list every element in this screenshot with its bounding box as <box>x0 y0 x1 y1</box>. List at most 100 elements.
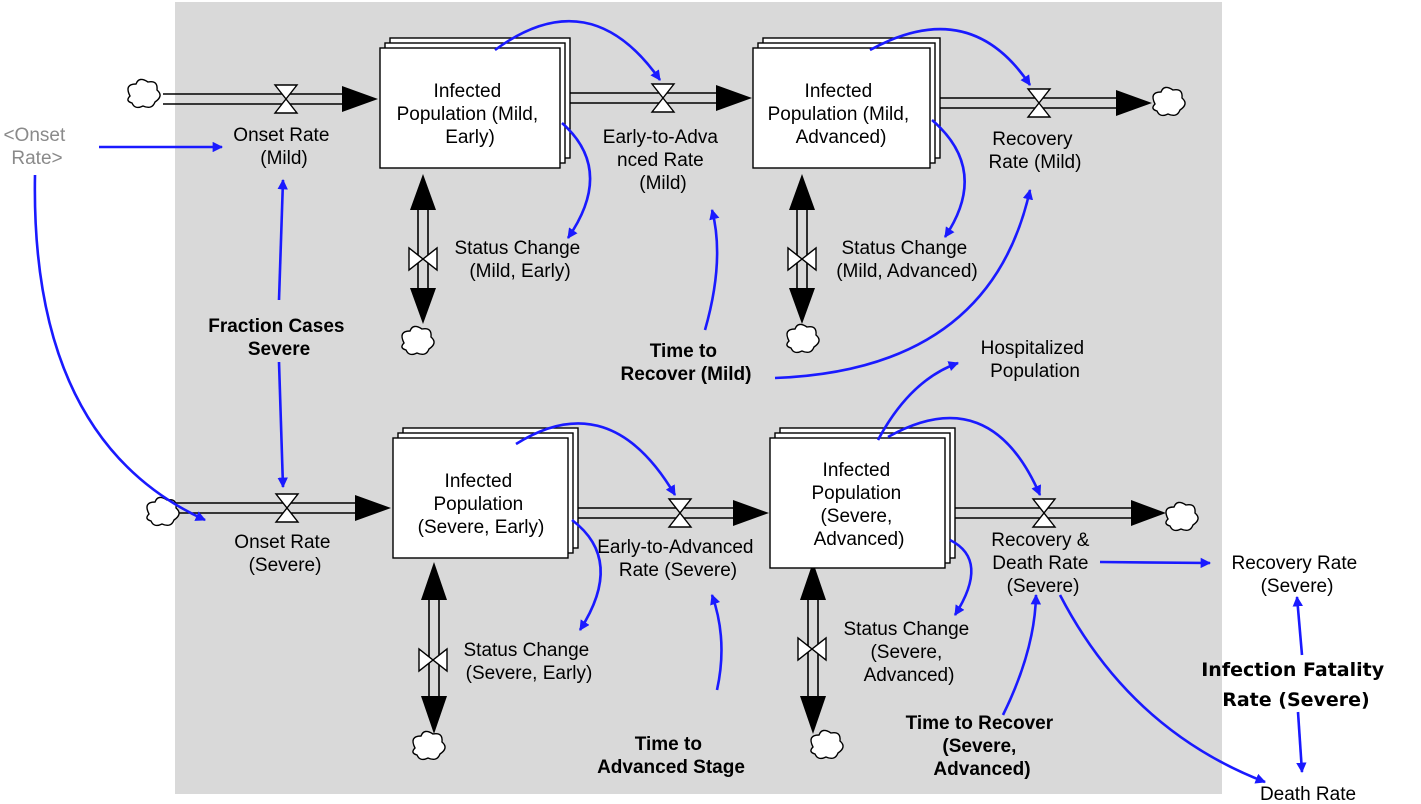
flow-recovery-death-severe-label-1: Recovery & <box>991 530 1090 551</box>
svg-text:Infected Population: Infected Population (Severe, Early) <box>418 471 545 538</box>
svg-text:Infected Population (Mil: Infected Population (Mild, Advanced) <box>768 81 915 148</box>
valve-icon <box>797 636 827 662</box>
shadow-onset-rate[interactable]: <Onset Rate> <box>3 125 70 169</box>
flow-onset-severe-label-1: Onset Rate <box>234 532 330 553</box>
svg-text:Status Change (Mild, Ear: Status Change (Mild, Early) <box>455 238 586 282</box>
cloud-icon <box>786 323 820 354</box>
model-canvas <box>175 2 1222 794</box>
flow-status-change-mild-advanced[interactable]: Status Change (Mild, Advanced) <box>836 238 978 282</box>
stock-severe-early[interactable]: Infected Population (Severe, Early) <box>392 427 579 559</box>
pipe-arrowhead <box>410 288 436 324</box>
aux-hospitalized-population[interactable]: Hospitalized Population <box>981 338 1090 382</box>
pipe-arrowhead <box>789 174 815 210</box>
aux-fraction-cases-severe[interactable]: Fraction Cases Severe <box>208 316 350 360</box>
stock-mild-early[interactable]: Infected Population (Mild, Early) <box>379 37 571 169</box>
aux-time-to-advanced-stage-label-1: Time to <box>635 734 702 755</box>
valves <box>273 83 1057 673</box>
flow-onset-severe[interactable]: Onset Rate (Severe) <box>234 532 335 576</box>
aux-infection-fatality-rate-severe[interactable]: Infection Fatality Rate (Severe) <box>1201 659 1391 711</box>
stock-severe-advanced-label-4: Advanced) <box>814 529 905 550</box>
flow-status-change-mild-advanced-label-1: Status Change <box>842 238 968 259</box>
aux-death-rate[interactable]: Death Rate <box>1260 784 1356 804</box>
stock-severe-early-label-2: Population <box>433 494 523 515</box>
svg-text:Onset Rate (Severe): Onset Rate (Severe) <box>234 532 335 576</box>
valve-icon <box>1026 88 1052 118</box>
valve-icon <box>667 498 693 528</box>
causal-links <box>33 19 1307 784</box>
clouds <box>127 78 1199 761</box>
valve-icon <box>650 83 676 113</box>
aux-time-to-recover-mild-label-2: Recover (Mild) <box>621 364 752 385</box>
aux-fraction-cases-severe-label-2: Severe <box>248 339 310 360</box>
svg-text:Early-to-Adva nced Rate: Early-to-Adva nced Rate (Mild) <box>603 127 723 194</box>
stock-severe-advanced-label-1: Infected <box>823 460 891 481</box>
aux-time-to-recover-mild-label-1: Time to <box>650 341 717 362</box>
flow-recovery-mild-label-2: Rate (Mild) <box>989 152 1082 173</box>
cloud-icon <box>412 730 446 761</box>
stock-severe-advanced[interactable]: Infected Population (Severe, Advanced) <box>769 427 956 569</box>
flow-status-change-mild-early-label-1: Status Change <box>455 238 581 259</box>
cloud-icon <box>1152 86 1186 117</box>
aux-infection-fatality-rate-label-2: Rate (Severe) <box>1222 689 1370 711</box>
flow-recovery-death-severe[interactable]: Recovery & Death Rate (Severe) <box>991 530 1094 597</box>
stock-severe-advanced-label-3: (Severe, <box>820 506 892 527</box>
svg-text:Early-to-Advanced Rate (: Early-to-Advanced Rate (Severe) <box>597 537 759 581</box>
flow-status-change-mild-early[interactable]: Status Change (Mild, Early) <box>455 238 586 282</box>
flow-status-change-severe-advanced-label-3: Advanced) <box>864 665 955 686</box>
pipe-arrowhead <box>421 696 447 734</box>
aux-fraction-cases-severe-label-1: Fraction Cases <box>208 316 344 337</box>
svg-text:Status Change (Severe, E: Status Change (Severe, Early) <box>464 640 595 684</box>
stock-severe-early-label-3: (Severe, Early) <box>418 517 545 538</box>
aux-recovery-rate-severe-label-2: (Severe) <box>1261 576 1334 597</box>
flow-recovery-death-severe-label-2: Death Rate <box>992 553 1088 574</box>
valve-icon <box>1031 498 1057 528</box>
stock-mild-early-label-2: Population (Mild, <box>397 104 539 125</box>
pipe-arrowhead <box>421 562 447 600</box>
aux-hospitalized-population-label-1: Hospitalized <box>981 338 1085 359</box>
pipe-arrowhead <box>733 500 769 526</box>
valve-icon <box>418 647 448 673</box>
valve-icon <box>273 84 299 114</box>
flow-status-change-mild-early-label-2: (Mild, Early) <box>469 261 570 282</box>
flow-early-to-advanced-severe[interactable]: Early-to-Advanced Rate (Severe) <box>597 537 759 581</box>
flow-status-change-severe-early-label-1: Status Change <box>464 640 590 661</box>
cloud-icon <box>127 78 161 109</box>
stock-mild-early-label-3: Early) <box>445 127 495 148</box>
stock-mild-advanced-label-2: Population (Mild, <box>768 104 910 125</box>
stock-mild-advanced[interactable]: Infected Population (Mild, Advanced) <box>752 37 941 169</box>
flow-status-change-severe-early[interactable]: Status Change (Severe, Early) <box>464 640 595 684</box>
pipe-arrowhead <box>800 696 826 734</box>
svg-text:Infected Population (Mil: Infected Population (Mild, Early) <box>397 81 544 148</box>
flow-status-change-severe-advanced[interactable]: Status Change (Severe, Advanced) <box>844 619 975 686</box>
cloud-icon <box>810 729 844 760</box>
flow-onset-mild-label-2: (Mild) <box>260 148 308 169</box>
pipe-arrowhead <box>355 495 391 521</box>
flow-early-to-advanced-severe-label-1: Early-to-Advanced <box>597 537 753 558</box>
svg-text:Status Change (Severe,: Status Change (Severe, Advanced) <box>844 619 975 686</box>
aux-time-to-advanced-stage[interactable]: Time to Advanced Stage <box>597 734 745 778</box>
flow-early-to-advanced-severe-label-2: Rate (Severe) <box>619 560 737 581</box>
svg-text:Death Rate: Death Rate <box>1260 784 1356 804</box>
cloud-icon <box>401 325 435 356</box>
flow-status-change-mild-advanced-label-2: (Mild, Advanced) <box>836 261 978 282</box>
flow-early-to-advanced-mild[interactable]: Early-to-Adva nced Rate (Mild) <box>603 127 723 194</box>
aux-time-to-recover-severe-advanced-label-2: (Severe, <box>942 736 1016 757</box>
svg-text:Recovery Rate (Severe): Recovery Rate (Severe) <box>1232 553 1363 597</box>
stock-mild-advanced-label-3: Advanced) <box>796 127 887 148</box>
aux-time-to-recover-mild[interactable]: Time to Recover (Mild) <box>621 341 752 385</box>
aux-hospitalized-population-label-2: Population <box>990 361 1080 382</box>
aux-death-rate-label: Death Rate <box>1260 784 1356 804</box>
flow-recovery-mild[interactable]: Recovery Rate (Mild) <box>989 129 1082 173</box>
valve-icon <box>787 246 817 272</box>
aux-time-to-recover-severe-advanced[interactable]: Time to Recover (Severe, Advanced) <box>906 713 1059 780</box>
aux-time-to-recover-severe-advanced-label-1: Time to Recover <box>906 713 1054 734</box>
flow-onset-mild[interactable]: Onset Rate (Mild) <box>233 125 334 169</box>
flow-early-to-advanced-mild-label-1: Early-to-Adva <box>603 127 719 148</box>
cloud-icon <box>1165 501 1199 532</box>
shadow-onset-rate-label-1: <Onset <box>3 125 66 146</box>
aux-recovery-rate-severe[interactable]: Recovery Rate (Severe) <box>1232 553 1363 597</box>
aux-recovery-rate-severe-label-1: Recovery Rate <box>1232 553 1358 574</box>
svg-text:Infection Fatality Rate: Infection Fatality Rate (Severe) <box>1201 659 1391 711</box>
shadow-onset-rate-label-2: Rate> <box>11 148 62 169</box>
